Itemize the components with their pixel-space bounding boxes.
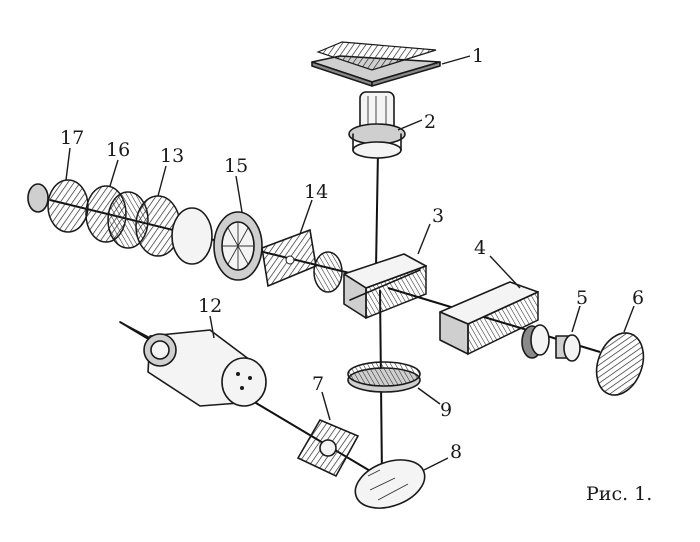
element-4-prism bbox=[439, 281, 539, 356]
element-8-mirror bbox=[354, 459, 426, 509]
label-16: 16 bbox=[106, 139, 130, 161]
element-7-diaphragm bbox=[296, 418, 360, 478]
element-3-beam-splitter bbox=[343, 253, 427, 320]
element-14-slit-plate bbox=[261, 228, 317, 288]
label-5: 5 bbox=[576, 287, 588, 309]
label-9: 9 bbox=[440, 399, 452, 421]
label-7: 7 bbox=[312, 373, 324, 395]
label-3: 3 bbox=[432, 205, 444, 227]
label-15: 15 bbox=[224, 155, 248, 177]
beam-vertical-top bbox=[375, 149, 379, 269]
label-8: 8 bbox=[450, 441, 462, 463]
label-14: 14 bbox=[304, 181, 328, 203]
element-15-wheel bbox=[213, 211, 263, 281]
element-17-lamp-end bbox=[27, 179, 89, 233]
element-6-screen bbox=[595, 332, 645, 396]
element-2-objective bbox=[348, 91, 406, 159]
element-9-lens bbox=[347, 361, 421, 393]
element-12-illuminator bbox=[119, 321, 267, 407]
label-12: 12 bbox=[198, 295, 222, 317]
label-6: 6 bbox=[632, 287, 644, 309]
element-16-lens bbox=[85, 185, 149, 249]
label-4: 4 bbox=[474, 237, 486, 259]
element-1-object-plate bbox=[311, 41, 441, 87]
figure-caption: Рис. 1. bbox=[586, 483, 652, 505]
leader-lines bbox=[65, 55, 635, 471]
element-13-lens bbox=[135, 195, 213, 265]
label-17: 17 bbox=[60, 127, 84, 149]
label-1: 1 bbox=[472, 45, 484, 67]
label-2: 2 bbox=[424, 111, 436, 133]
element-5-eyepiece bbox=[521, 324, 581, 362]
label-13: 13 bbox=[160, 145, 184, 167]
element-lens-near-splitter bbox=[313, 251, 343, 293]
